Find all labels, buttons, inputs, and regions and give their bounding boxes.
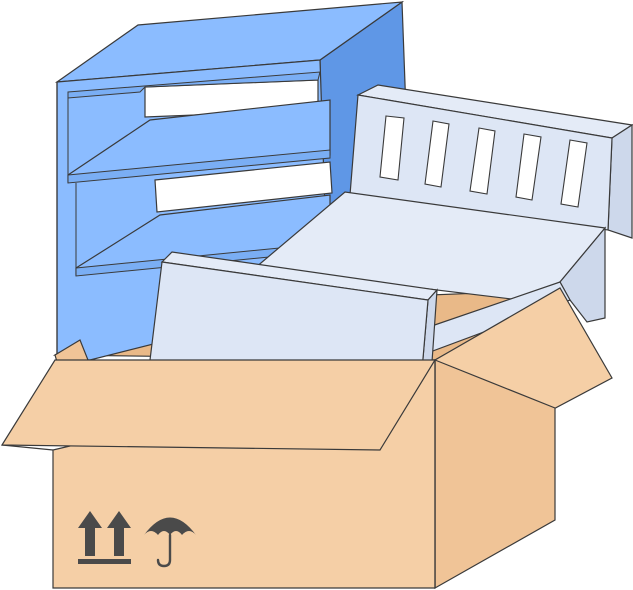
panel-board-icon (149, 251, 439, 372)
umbrella-keep-dry-icon (144, 517, 196, 568)
bed-frame-icon (253, 84, 633, 353)
this-way-up-icon (78, 511, 131, 564)
